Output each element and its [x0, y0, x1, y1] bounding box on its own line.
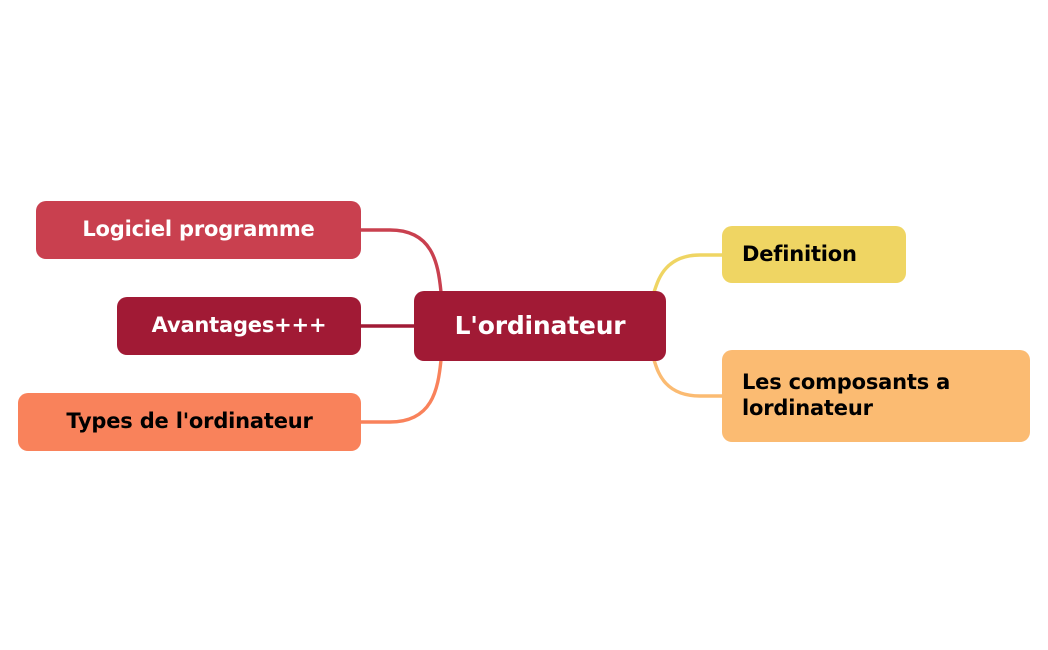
- branch-label-avantages: Avantages+++: [151, 313, 327, 338]
- branch-node-definition[interactable]: Definition: [722, 226, 906, 283]
- branch-node-logiciel-programme[interactable]: Logiciel programme: [36, 201, 361, 259]
- central-node[interactable]: L'ordinateur: [414, 291, 666, 361]
- branch-label-les-composants: Les composants a lordinateur: [742, 370, 951, 420]
- connector-definition: [652, 253, 724, 294]
- branch-node-les-composants[interactable]: Les composants a lordinateur: [722, 350, 1030, 442]
- branch-label-types-de-lordinateur: Types de l'ordinateur: [66, 409, 313, 434]
- branch-label-logiciel-programme: Logiciel programme: [82, 217, 315, 242]
- branch-label-definition: Definition: [742, 241, 857, 266]
- connector-types-de-lordinateur: [359, 358, 443, 424]
- central-node-label: L'ordinateur: [454, 310, 626, 340]
- connector-les-composants: [652, 358, 724, 398]
- branch-node-avantages[interactable]: Avantages+++: [117, 297, 361, 355]
- branch-node-types-de-lordinateur[interactable]: Types de l'ordinateur: [18, 393, 361, 451]
- connector-logiciel-programme: [359, 228, 443, 294]
